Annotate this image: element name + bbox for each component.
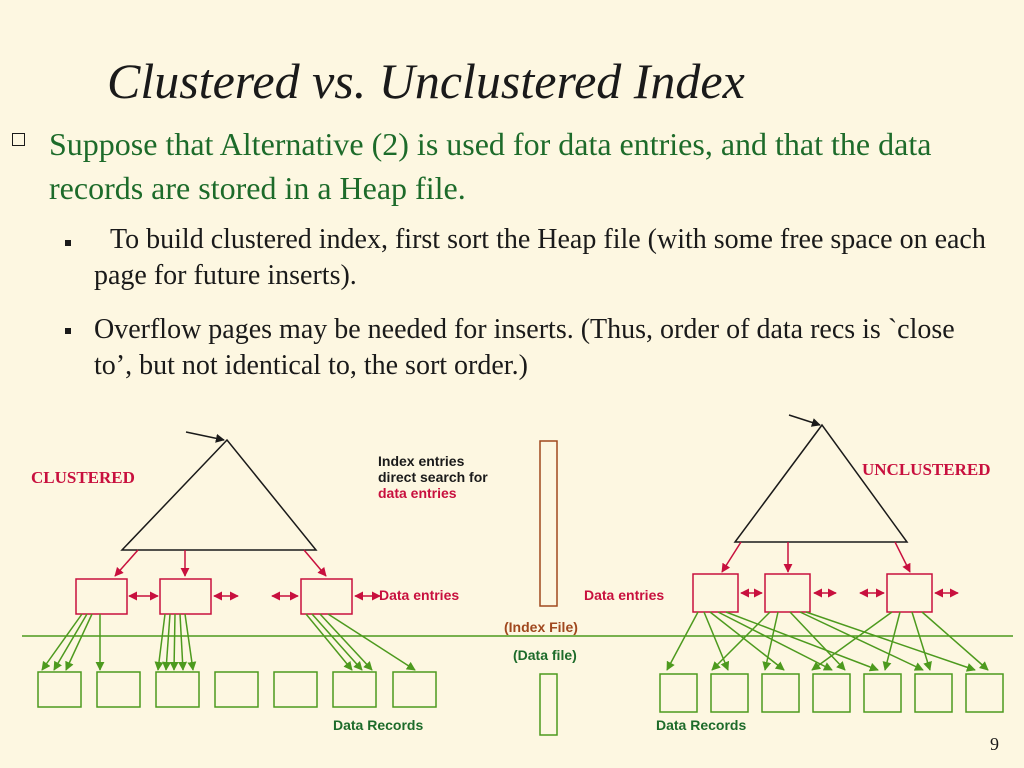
data-record-page bbox=[392, 671, 437, 708]
data-entry-page bbox=[300, 578, 353, 615]
page-number: 9 bbox=[990, 734, 999, 754]
clustered-index-tree bbox=[114, 431, 327, 577]
data-record-page bbox=[155, 671, 200, 708]
unclustered-data-entries bbox=[692, 573, 959, 613]
clustered-data-entries bbox=[75, 578, 381, 615]
direct-search-label: direct search for bbox=[378, 469, 488, 485]
data-record-page bbox=[863, 673, 902, 713]
clustered-pointers bbox=[41, 613, 416, 671]
data-file-label: (Data file) bbox=[513, 647, 577, 663]
sub-bullet-1: To build clustered index, first sort the… bbox=[94, 224, 986, 291]
data-record-page bbox=[965, 673, 1004, 713]
data-entries-caption: data entries bbox=[378, 485, 457, 501]
data-file-bar bbox=[539, 673, 558, 736]
clustered-root-pointer bbox=[185, 431, 225, 443]
data-entries-label-left: Data entries bbox=[379, 587, 460, 603]
slide-title: Clustered vs. Unclustered Index bbox=[107, 53, 745, 109]
data-entry-page bbox=[159, 578, 212, 615]
data-record-page bbox=[214, 671, 259, 708]
square-bullet-icon bbox=[65, 240, 71, 246]
index-file-bar bbox=[539, 440, 558, 607]
clustered-label: CLUSTERED bbox=[31, 468, 135, 487]
unclustered-pointers bbox=[666, 611, 989, 672]
unclustered-index-tree bbox=[721, 414, 911, 573]
data-records-label-right: Data Records bbox=[656, 717, 747, 733]
data-record-page bbox=[273, 671, 318, 708]
index-entries-label: Index entries bbox=[378, 453, 465, 469]
data-record-page bbox=[96, 671, 141, 708]
unclustered-data-records bbox=[659, 673, 1004, 713]
data-record-page bbox=[37, 671, 82, 708]
sub-bullet-2: Overflow pages may be needed for inserts… bbox=[94, 314, 955, 381]
data-records-label-left: Data Records bbox=[333, 717, 424, 733]
index-file-label: (Index File) bbox=[504, 619, 578, 635]
unclustered-label: UNCLUSTERED bbox=[862, 460, 991, 479]
main-bullet-text: Suppose that Alternative (2) is used for… bbox=[49, 126, 932, 206]
data-record-page bbox=[659, 673, 698, 713]
unclustered-root-pointer bbox=[788, 414, 821, 427]
unclustered-index-triangle bbox=[733, 423, 909, 543]
clustered-data-records bbox=[37, 671, 437, 708]
data-entry-page bbox=[886, 573, 933, 613]
data-record-page bbox=[710, 673, 749, 713]
square-bullet-icon bbox=[65, 328, 71, 334]
data-record-page bbox=[332, 671, 377, 708]
data-entries-label-right: Data entries bbox=[584, 587, 665, 603]
data-record-page bbox=[761, 673, 800, 713]
data-entry-page bbox=[75, 578, 128, 615]
data-entry-page bbox=[692, 573, 739, 613]
hollow-square-bullet-icon bbox=[12, 133, 25, 146]
clustered-index-triangle bbox=[120, 438, 318, 551]
data-entry-page bbox=[764, 573, 811, 613]
data-record-page bbox=[812, 673, 851, 713]
data-record-page bbox=[914, 673, 953, 713]
